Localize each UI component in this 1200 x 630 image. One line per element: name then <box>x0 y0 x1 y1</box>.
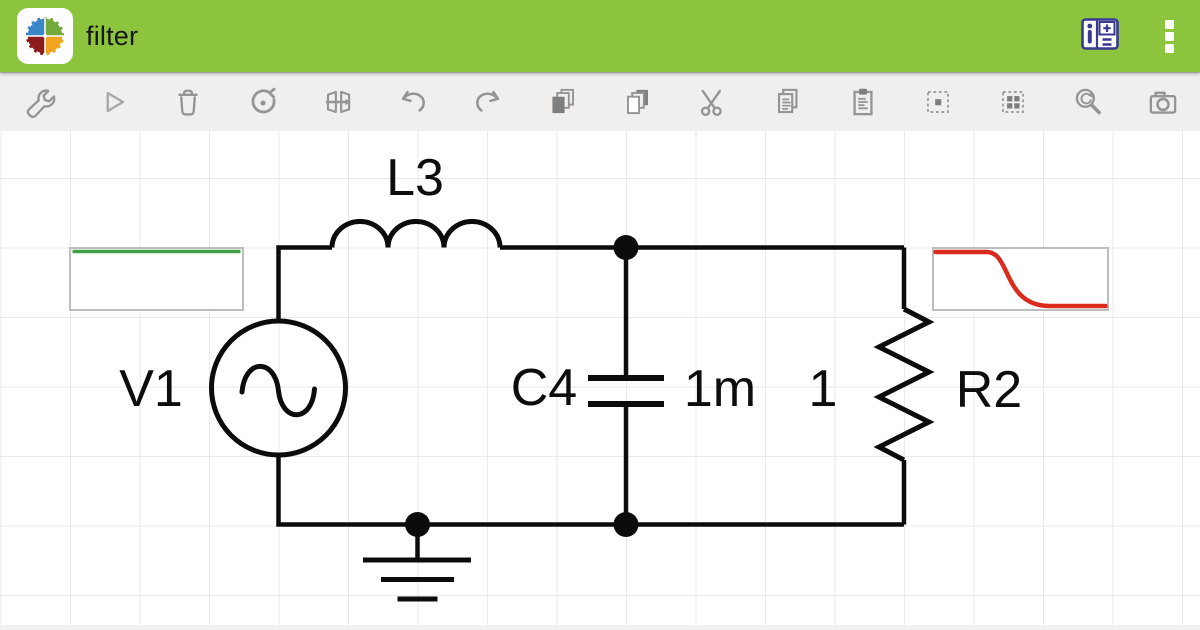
scope-output-trace <box>933 249 1108 309</box>
circuit-schematic: L3 V1 C4 1m 1 R2 <box>69 149 1109 602</box>
redo-icon <box>475 90 499 112</box>
toolbar-button-undo[interactable] <box>375 73 450 131</box>
header-actions <box>1081 16 1200 57</box>
overflow-menu-button[interactable] <box>1161 16 1178 57</box>
everycircuit-logo-icon <box>24 15 66 57</box>
overflow-dot <box>1165 31 1174 41</box>
label-v1[interactable]: V1 <box>119 360 183 418</box>
document-title: filter <box>86 20 139 51</box>
app-logo[interactable] <box>17 8 73 64</box>
toolbar-button-simulate[interactable] <box>75 73 150 131</box>
rotate-icon <box>251 87 276 114</box>
toolbar-button-zoom[interactable] <box>1050 73 1125 131</box>
component-r2-resistor[interactable] <box>873 306 935 463</box>
schematic-canvas[interactable]: L3 V1 C4 1m 1 R2 <box>0 131 1200 630</box>
wires <box>276 245 907 559</box>
paste-icon <box>852 88 873 116</box>
toolbar-button-rotate[interactable] <box>225 73 300 131</box>
toolbar-button-send-backward[interactable] <box>600 73 675 131</box>
component-values-button[interactable] <box>1081 17 1119 55</box>
send-backward-icon <box>626 89 648 115</box>
play-icon <box>106 91 124 113</box>
junction-dots <box>405 235 639 537</box>
trash-icon <box>177 89 198 116</box>
toolbar-button-flip[interactable] <box>300 73 375 131</box>
canvas-bottom-edge <box>0 625 1200 630</box>
toolbar-button-delete[interactable] <box>150 73 225 131</box>
camera-icon <box>1149 91 1176 114</box>
title-bar: filter <box>0 0 1200 72</box>
edit-toolbar <box>0 72 1200 131</box>
toolbar-button-copy[interactable] <box>750 73 825 131</box>
label-r2[interactable]: R2 <box>956 361 1022 419</box>
toolbar-button-redo[interactable] <box>450 73 525 131</box>
component-l3-inductor[interactable] <box>329 219 503 248</box>
info-calculator-icon <box>1081 17 1119 50</box>
flip-icon <box>325 90 351 114</box>
toolbar-button-properties[interactable] <box>0 73 75 131</box>
toolbar-button-paste[interactable] <box>825 73 900 131</box>
bring-forward-icon <box>551 88 574 114</box>
undo-icon <box>401 90 425 112</box>
toolbar-button-select[interactable] <box>900 73 975 131</box>
label-l3[interactable]: L3 <box>386 149 444 207</box>
value-r2[interactable]: 1 <box>809 360 838 418</box>
overflow-dot <box>1165 43 1174 53</box>
scope-input[interactable] <box>69 247 244 311</box>
wrench-icon <box>26 89 55 119</box>
component-ground[interactable] <box>363 557 471 602</box>
magnifier-icon <box>1075 88 1101 115</box>
toolbar-button-cut[interactable] <box>675 73 750 131</box>
label-c4[interactable]: C4 <box>511 359 577 417</box>
scope-output[interactable] <box>932 247 1109 311</box>
component-c4-capacitor[interactable] <box>588 375 664 407</box>
value-c4[interactable]: 1m <box>684 360 756 418</box>
toolbar-button-select-all[interactable] <box>975 73 1050 131</box>
copy-icon <box>777 88 797 114</box>
scissors-icon <box>700 89 722 117</box>
overflow-dot <box>1165 19 1174 29</box>
select-all-icon <box>1001 91 1024 113</box>
toolbar-button-bring-forward[interactable] <box>525 73 600 131</box>
toolbar-button-screenshot[interactable] <box>1125 73 1200 131</box>
component-v1-ac-source[interactable] <box>209 318 348 458</box>
select-icon <box>926 91 949 113</box>
